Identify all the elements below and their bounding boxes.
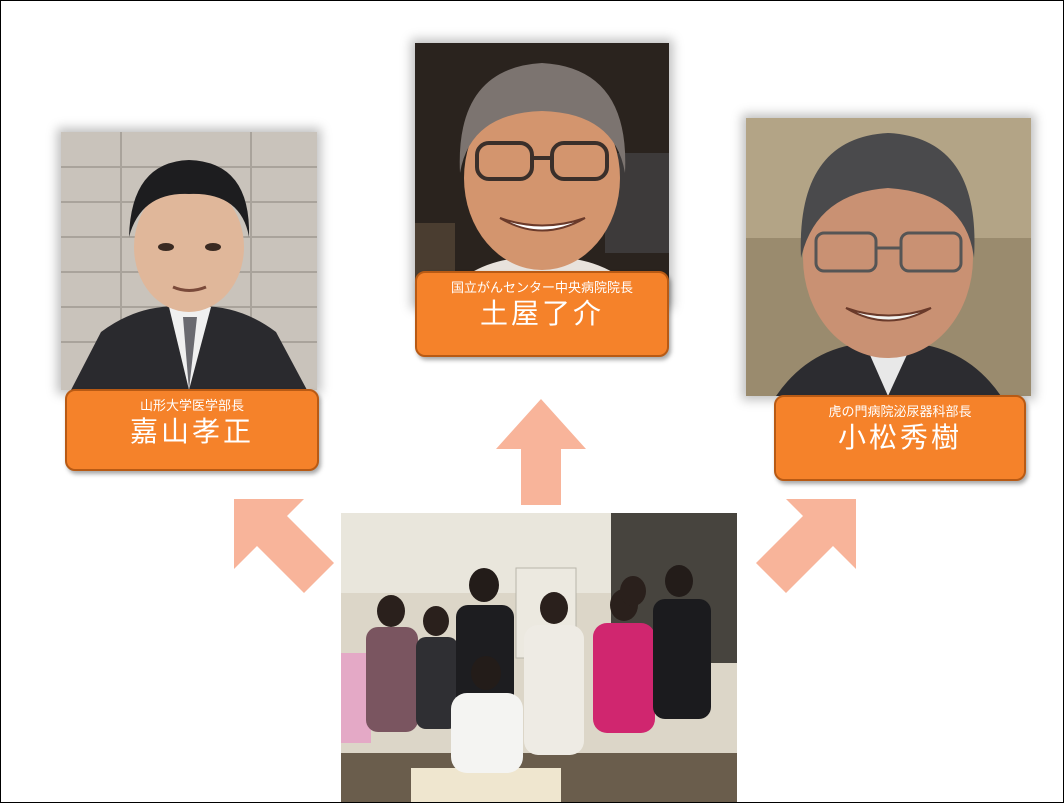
title-text: 山形大学医学部長	[139, 399, 244, 414]
label-right: 虎の門病院泌尿器科部長 小松秀樹	[774, 395, 1026, 481]
label-center: 国立がんセンター中央病院院長 土屋了介	[415, 271, 669, 357]
name-text: 嘉山孝正	[129, 415, 254, 448]
portrait-left-photo	[61, 132, 317, 390]
arrow-up-left-icon	[234, 499, 334, 593]
portrait-center-photo	[415, 43, 669, 305]
name-text: 土屋了介	[479, 297, 604, 330]
name-text: 小松秀樹	[837, 421, 962, 454]
label-left: 山形大学医学部長 嘉山孝正	[65, 389, 319, 471]
arrow-up-icon	[496, 399, 586, 505]
title-text: 虎の門病院泌尿器科部長	[828, 405, 972, 420]
arrow-up-right-icon	[756, 499, 856, 593]
group-photo	[341, 513, 737, 802]
portrait-right-photo	[746, 118, 1031, 396]
title-text: 国立がんセンター中央病院院長	[450, 281, 633, 296]
